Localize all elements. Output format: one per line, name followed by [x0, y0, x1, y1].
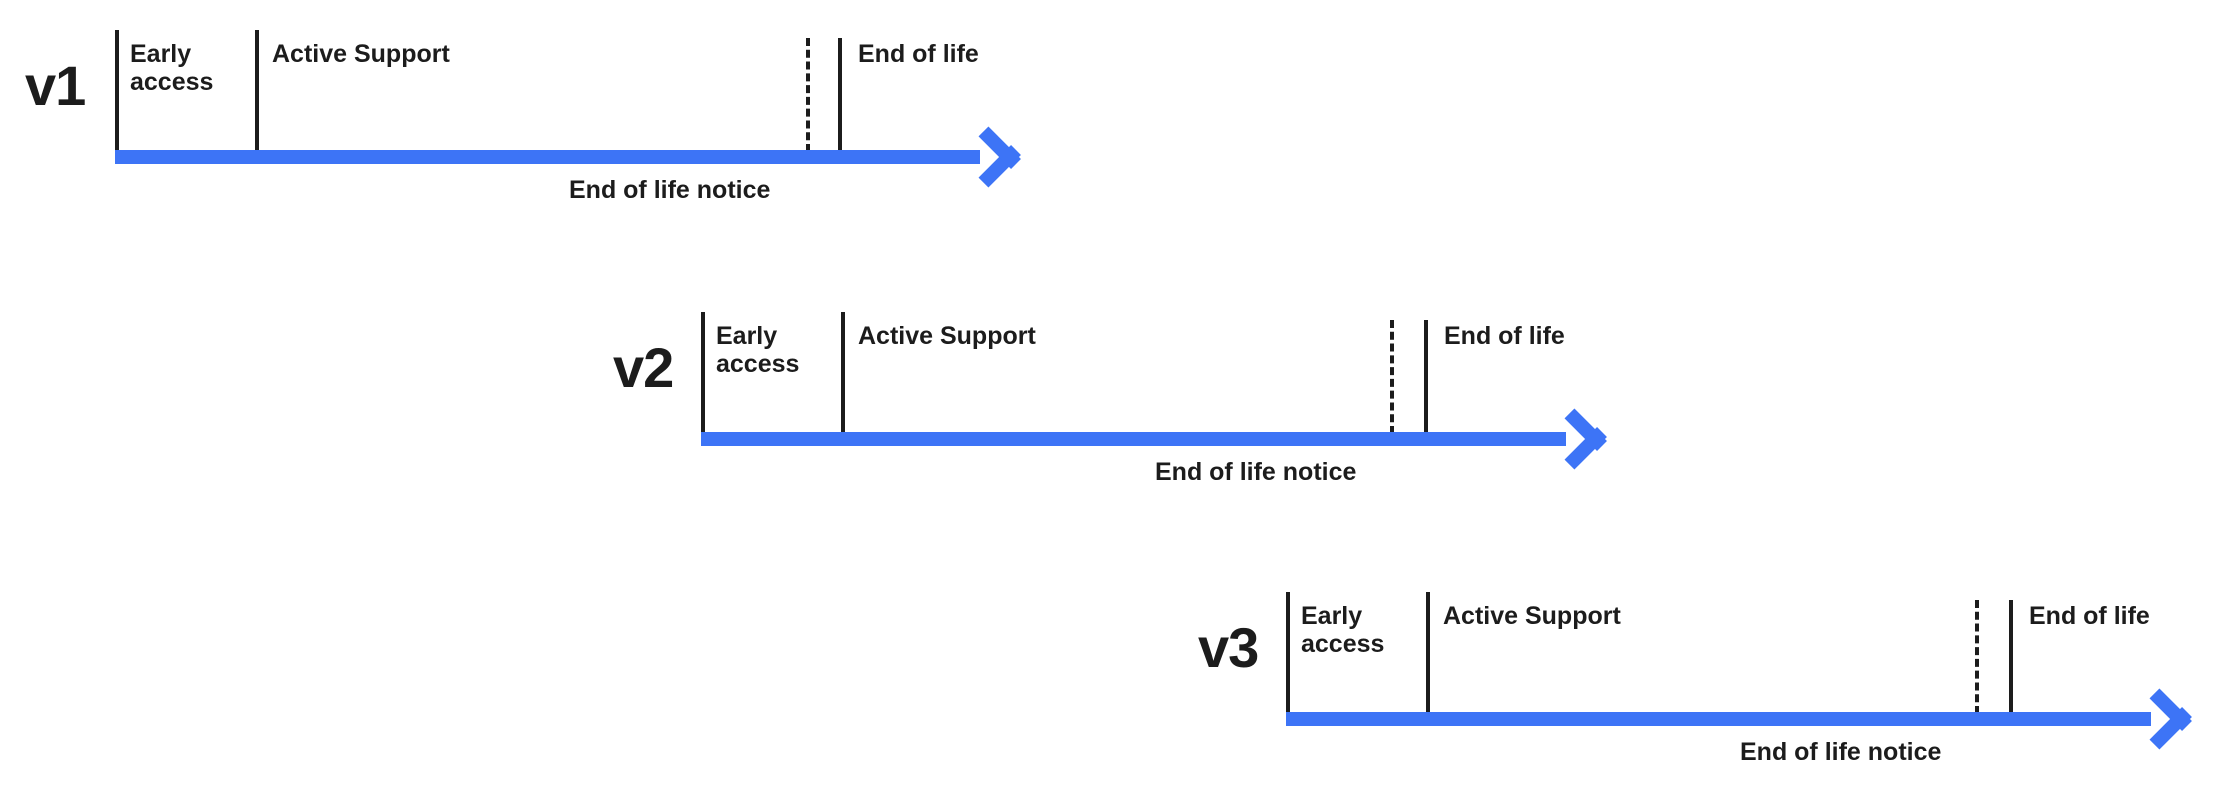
- phase-divider-early-access-start: [701, 312, 705, 434]
- version-label-v3: v3: [1198, 616, 1259, 679]
- phase-label-early-access: Early access: [130, 40, 214, 96]
- phase-divider-end-of-life-start: [838, 38, 842, 152]
- lifecycle-row-v3: v3 Early access Active Support End of li…: [0, 562, 2228, 812]
- end-of-life-notice-label: End of life notice: [1740, 738, 1942, 766]
- lifecycle-row-v1: v1 Early access Active Support End of li…: [0, 0, 1100, 250]
- timeline-arrow-icon-v1: [970, 126, 1021, 188]
- end-of-life-notice-marker: [1975, 600, 1979, 714]
- end-of-life-notice-label: End of life notice: [569, 176, 771, 204]
- end-of-life-notice-label: End of life notice: [1155, 458, 1357, 486]
- timeline-track-v1: [115, 150, 980, 164]
- timeline-track-v2: [701, 432, 1566, 446]
- phase-label-active-support: Active Support: [272, 40, 450, 68]
- timeline-track-v3: [1286, 712, 2151, 726]
- phase-divider-early-access-start: [115, 30, 119, 152]
- phase-divider-end-of-life-start: [1424, 320, 1428, 434]
- phase-divider-early-access-start: [1286, 592, 1290, 714]
- phase-divider-active-support-start: [841, 312, 845, 434]
- phase-divider-active-support-start: [1426, 592, 1430, 714]
- version-label-v1: v1: [25, 54, 86, 117]
- timeline-arrow-icon-v2: [1556, 408, 1607, 470]
- phase-label-end-of-life: End of life: [1444, 322, 1565, 350]
- phase-label-active-support: Active Support: [858, 322, 1036, 350]
- phase-label-end-of-life: End of life: [2029, 602, 2150, 630]
- end-of-life-notice-marker: [806, 38, 810, 152]
- timeline-arrow-icon-v3: [2141, 688, 2192, 750]
- phase-divider-end-of-life-start: [2009, 600, 2013, 714]
- phase-divider-active-support-start: [255, 30, 259, 152]
- phase-label-active-support: Active Support: [1443, 602, 1621, 630]
- version-label-v2: v2: [613, 336, 674, 399]
- lifecycle-row-v2: v2 Early access Active Support End of li…: [0, 282, 1700, 532]
- end-of-life-notice-marker: [1390, 320, 1394, 434]
- phase-label-early-access: Early access: [716, 322, 800, 378]
- phase-label-early-access: Early access: [1301, 602, 1385, 658]
- phase-label-end-of-life: End of life: [858, 40, 979, 68]
